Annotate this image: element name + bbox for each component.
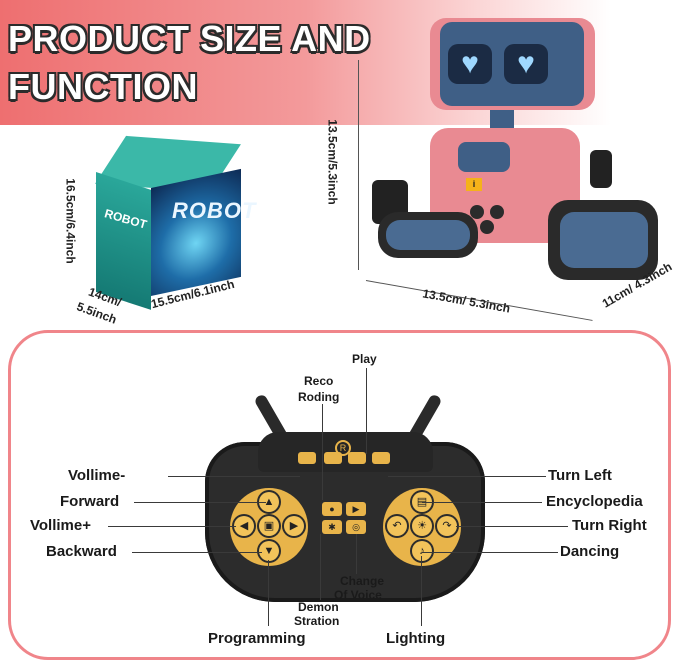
label-recording-2: Roding [298,390,340,404]
volume-down-leader-line [168,476,300,477]
lighting-leader-line [421,556,422,626]
right-arrow-button[interactable]: ▶ [284,516,304,536]
label-change-voice-1: Change [340,574,385,588]
robot-neck [490,110,514,132]
robot-right-tread-inner [560,212,648,268]
record-mic-button[interactable]: ● [322,502,342,516]
robot-button [470,205,484,219]
programming-center-button[interactable]: ▣ [259,516,279,536]
turn-right-leader-line [456,526,568,527]
turn-left-button[interactable] [372,452,390,464]
headline-line2: FUNCTION [8,66,198,107]
dancing-leader-line [422,552,558,553]
change-voice-button[interactable]: ◎ [346,520,366,534]
robot-width-label: 13.5cm/ 5.3inch [421,286,512,316]
headline-line1: PRODUCT SIZE AND [8,18,371,59]
label-encyclopedia: Encyclopedia [546,493,643,510]
heart-eye-right-icon: ♥ [504,44,548,84]
label-turn-left: Turn Left [548,467,612,484]
backward-leader-line [132,552,262,553]
recording-button[interactable] [324,452,342,464]
robot-left-tread-inner [386,220,470,250]
change-voice-leader-line [356,534,357,574]
label-dancing: Dancing [560,543,620,560]
programming-leader-line [268,560,269,626]
box-brand-text: ROBOT [172,198,257,223]
label-volume-down: Vollime- [68,467,126,484]
label-volume-up: Vollime+ [30,517,91,534]
label-change-voice-2: Of Voice [334,588,382,602]
volume-up-button[interactable]: ◀ [234,516,254,536]
play-leader-line [366,368,367,454]
forward-leader-line [134,502,266,503]
recording-leader-line [322,404,323,500]
label-backward: Backward [46,543,117,560]
robot-button [480,220,494,234]
turn-right-button[interactable]: ↷ [437,516,457,536]
lighting-center-button[interactable]: ☀ [412,516,432,536]
backward-button[interactable]: ▼ [259,541,279,561]
play-small-button[interactable]: ▶ [346,502,366,516]
forward-button[interactable]: ▲ [259,492,279,512]
robot-height-label: 13.5cm/5.3inch [325,119,340,205]
label-demonstration-2: Stration [294,614,340,628]
dancing-button[interactable]: ♪ [412,541,432,561]
demonstration-leader-line [320,534,321,600]
volume-down-button[interactable] [298,452,316,464]
play-button[interactable] [348,452,366,464]
label-forward: Forward [60,493,120,510]
encyclopedia-leader-line [422,502,542,503]
remote-logo-icon: R [335,440,351,456]
label-demonstration-1: Demon [298,600,339,614]
turn-left-pad-button[interactable]: ↶ [387,516,407,536]
heart-eye-left-icon: ♥ [448,44,492,84]
robot-button [490,205,504,219]
robot-right-arm [590,150,612,188]
box-height-label: 16.5cm/6.4inch [63,178,78,264]
demonstration-button[interactable]: ✱ [322,520,342,534]
label-turn-right: Turn Right [572,517,647,534]
robot-chest-panel [458,142,510,172]
robot-badge: i [466,178,482,191]
label-recording-1: Reco [304,374,334,388]
label-lighting: Lighting [386,630,446,647]
volume-up-leader-line [108,526,236,527]
label-programming: Programming [208,630,306,647]
robot-height-line [358,60,359,270]
turn-left-leader-line [388,476,546,477]
label-play: Play [352,352,377,366]
